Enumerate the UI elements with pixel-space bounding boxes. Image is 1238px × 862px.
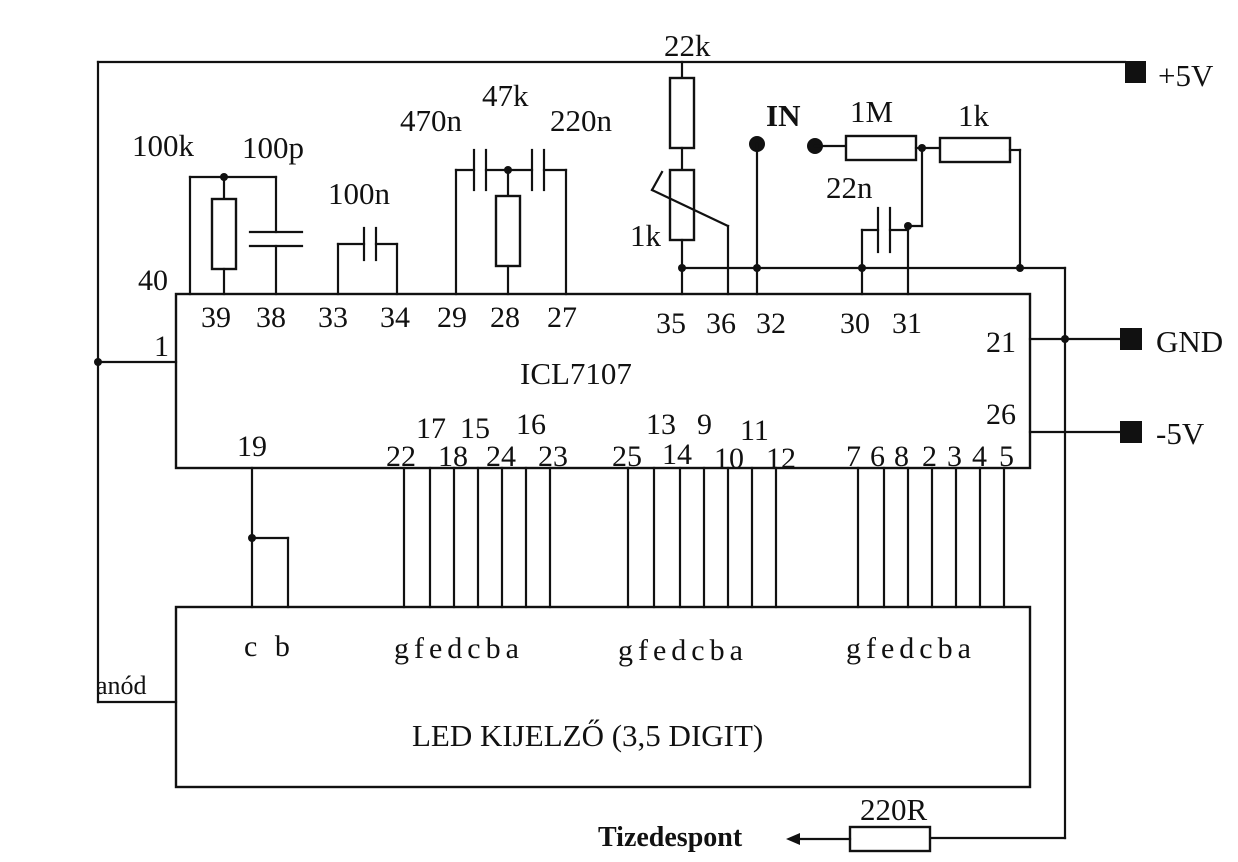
- label-470n: 470n: [400, 103, 463, 138]
- label-220r: 220R: [860, 792, 928, 827]
- resistor-220r: [848, 825, 932, 853]
- pin-label: 12: [766, 442, 796, 475]
- capacitor-100n: [336, 226, 399, 296]
- pin-label: 22: [386, 440, 416, 473]
- label-100p: 100p: [242, 130, 304, 165]
- minus-5v-terminal: [1120, 421, 1142, 443]
- pin-label: 11: [740, 414, 769, 447]
- plus-5v-label: +5V: [1158, 58, 1214, 93]
- pin-label: 34: [380, 301, 410, 334]
- pin-label: 3: [947, 440, 962, 473]
- gnd-label: GND: [1156, 324, 1223, 359]
- pin-label: 32: [756, 307, 786, 340]
- pin-label: 23: [538, 440, 568, 473]
- gnd-connection: [1028, 328, 1142, 350]
- arrow-left-icon: [786, 833, 800, 845]
- label-22n: 22n: [826, 170, 873, 205]
- pin-26: 26: [986, 398, 1016, 431]
- input-network: [749, 134, 1022, 296]
- digit1-segments: gfedcba: [394, 632, 524, 665]
- pin-40: 40: [138, 264, 168, 297]
- label-100k: 100k: [132, 128, 195, 163]
- potentiometer-1k: [668, 168, 696, 242]
- pin-label: 33: [318, 301, 348, 334]
- osc-rc-network: [188, 173, 304, 296]
- pin-label: 30: [840, 307, 870, 340]
- pin-label: 6: [870, 440, 885, 473]
- pin-label: 29: [437, 301, 467, 334]
- minus-5v-connection: [1028, 421, 1142, 443]
- pin-label: 36: [706, 307, 736, 340]
- display-name: LED KIJELZŐ (3,5 DIGIT): [412, 718, 763, 753]
- digit3-segments: gfedcba: [846, 632, 976, 665]
- label-220n: 220n: [550, 103, 613, 138]
- label-in: IN: [766, 98, 800, 133]
- digit2-segments: gfedcba: [618, 634, 748, 667]
- label-1k: 1k: [958, 98, 990, 133]
- decimal-point-label: Tizedespont: [598, 822, 743, 853]
- resistor-22k: [668, 76, 696, 150]
- pin-label: 15: [460, 412, 490, 445]
- pin-label: 31: [892, 307, 922, 340]
- ic-name: ICL7107: [520, 356, 632, 391]
- pin-label: 4: [972, 440, 987, 473]
- digit3-segment-lines: [856, 466, 1006, 609]
- label-1m: 1M: [850, 94, 893, 129]
- resistor-1k: [938, 136, 1012, 164]
- pin-label: 27: [547, 301, 577, 334]
- digit1-segment-lines: [402, 466, 552, 609]
- pin-19: 19: [237, 430, 267, 463]
- led-display-body: [174, 605, 1032, 789]
- label-47k: 47k: [482, 78, 529, 113]
- integrator-network: [454, 148, 568, 296]
- pin-label: 14: [662, 438, 692, 471]
- anode-label: anód: [96, 671, 147, 700]
- pin-label: 2: [922, 440, 937, 473]
- pin-1: 1: [154, 330, 169, 363]
- ic-chip-body: [174, 292, 1032, 470]
- half-digit-segments: c b: [244, 630, 295, 663]
- decimal-point-circuit: [786, 825, 932, 853]
- label-22k: 22k: [664, 28, 711, 63]
- reference-divider: [650, 60, 730, 296]
- pin-label: 17: [416, 412, 446, 445]
- ground-bus: [678, 264, 1067, 840]
- resistor-100k: [210, 197, 238, 271]
- pin-label: 9: [697, 408, 712, 441]
- pin-label: 16: [516, 408, 546, 441]
- digit2-segment-lines: [626, 466, 778, 609]
- pin-label: 39: [201, 301, 231, 334]
- pin-label: 7: [846, 440, 861, 473]
- pin-label: 8: [894, 440, 909, 473]
- label-100n: 100n: [328, 176, 391, 211]
- pin-label: 13: [646, 408, 676, 441]
- pin-label: 28: [490, 301, 520, 334]
- resistor-1m: [844, 134, 918, 162]
- gnd-terminal: [1120, 328, 1142, 350]
- label-pot-1k: 1k: [630, 218, 662, 253]
- pin-label: 5: [999, 440, 1014, 473]
- pin-label: 38: [256, 301, 286, 334]
- pin-label: 35: [656, 307, 686, 340]
- minus-5v-label: -5V: [1156, 416, 1205, 451]
- half-digit-wiring: [248, 466, 290, 609]
- pin-21: 21: [986, 326, 1016, 359]
- plus-5v-rail: [94, 60, 1146, 704]
- plus-5v-terminal: [1125, 61, 1146, 83]
- resistor-47k: [494, 194, 522, 268]
